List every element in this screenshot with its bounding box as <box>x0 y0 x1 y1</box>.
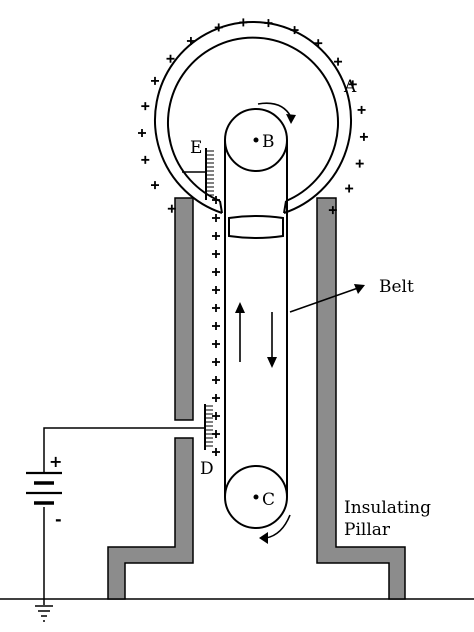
belt-plus-charge <box>212 394 220 402</box>
shell-plus-charge <box>141 102 150 111</box>
shell-plus-charge <box>264 19 273 28</box>
belt-plus-charge <box>212 232 220 240</box>
circuit-wire <box>43 427 205 605</box>
battery-plus-sign: + <box>49 452 62 471</box>
label-a: A <box>343 77 357 97</box>
label-c: C <box>262 490 275 510</box>
belt-plus-charge <box>212 304 220 312</box>
pulley-c-axle <box>253 494 259 500</box>
rotation-arrow-b <box>257 102 296 124</box>
belt-plus-charge <box>212 322 220 330</box>
belt-plus-charge <box>212 430 220 438</box>
shell-plus-charge <box>150 181 159 190</box>
shell-plus-charge <box>290 26 299 35</box>
pulley-b <box>224 108 288 172</box>
shell-plus-charge <box>345 184 354 193</box>
belt-plus-charge <box>212 340 220 348</box>
belt-plus-charge <box>212 250 220 258</box>
label-belt: Belt <box>379 277 414 297</box>
pillar-left-upper <box>174 197 194 421</box>
shell-left-lip <box>219 200 223 214</box>
pulley-c <box>224 465 288 529</box>
belt <box>224 140 288 497</box>
ground-symbol-icon <box>35 605 53 622</box>
pillar-left-lower <box>107 437 194 600</box>
shell-plus-charge <box>314 39 323 48</box>
comb-d-teeth <box>205 405 213 447</box>
belt-plus-charge <box>212 376 220 384</box>
belt-plus-charge <box>212 268 220 276</box>
shell-plus-charge <box>348 80 357 89</box>
shell-plus-charge <box>138 129 146 137</box>
shell-inner-arc <box>167 36 339 202</box>
label-e: E <box>190 138 202 158</box>
belt-plus-charge <box>212 214 220 222</box>
insulating-support-block <box>228 215 284 239</box>
battery <box>26 471 62 505</box>
shell-plus-charge <box>239 18 248 27</box>
belt-plus-charge <box>212 286 220 294</box>
pulley-b-axle <box>253 137 259 143</box>
comb-e-teeth <box>206 150 214 196</box>
shell-plus-charge <box>359 132 368 141</box>
comb-d <box>204 404 213 450</box>
shell-outer-arc <box>154 21 352 214</box>
shell-plus-charge <box>357 105 366 114</box>
label-insulating: Insulating <box>344 498 431 518</box>
label-b: B <box>262 132 275 152</box>
shell-plus-charge <box>355 159 364 168</box>
battery-minus-sign: - <box>55 510 62 529</box>
wire-to-battery <box>43 427 205 472</box>
insulating-pillar <box>107 197 406 600</box>
shell-plus-charge <box>141 155 150 164</box>
shell-plus-charge <box>166 54 175 63</box>
shell-charges <box>138 18 368 215</box>
label-d: D <box>200 459 214 479</box>
belt-plus-charge <box>212 412 220 420</box>
shell-right-lip <box>283 200 287 214</box>
shell-plus-charge <box>150 76 159 85</box>
shell-plus-charge <box>328 206 337 215</box>
shell-plus-charge <box>167 204 176 213</box>
shell-plus-charge <box>334 57 343 66</box>
shell-plus-charge <box>214 23 223 32</box>
rotation-arrow-c <box>259 514 291 544</box>
belt-plus-charge <box>212 196 220 204</box>
belt-direction-up-arrow <box>235 302 245 362</box>
belt-charges <box>212 196 220 456</box>
shell-plus-charge <box>186 36 195 45</box>
comb-e <box>182 148 214 200</box>
label-pillar: Pillar <box>344 520 391 540</box>
metal-shell-a <box>154 21 352 214</box>
belt-label-pointer <box>289 284 365 313</box>
belt-plus-charge <box>212 448 220 456</box>
belt-direction-down-arrow <box>267 312 277 368</box>
belt-plus-charge <box>212 358 220 366</box>
pillar-right <box>316 197 406 600</box>
